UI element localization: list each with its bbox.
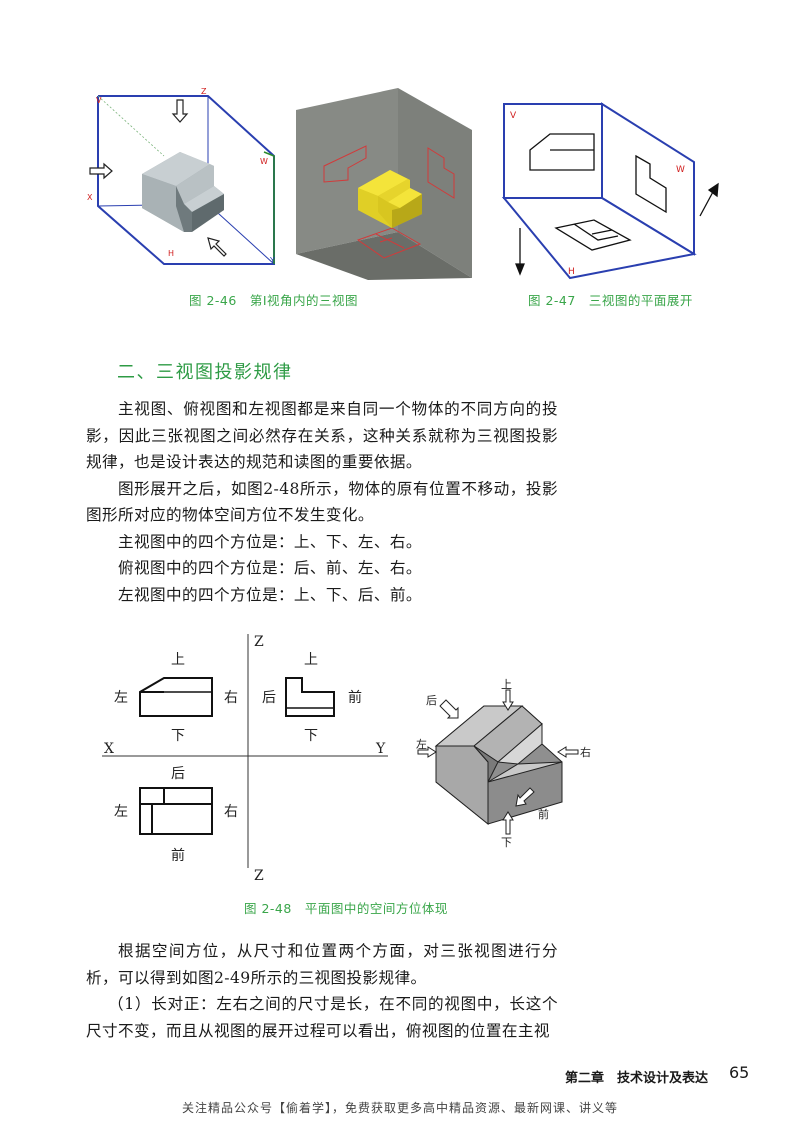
front-view-bottom: 下 xyxy=(171,728,185,744)
figure-2-48-caption: 图 2-48 平面图中的空间方位体现 xyxy=(244,901,448,916)
footer-chapter-title: 第二章 技术设计及表达 xyxy=(564,1071,708,1086)
iso-label-left: 左 xyxy=(416,738,427,751)
paragraph-top-directions: 俯视图中的四个方位是：后、前、左、右。 xyxy=(118,559,422,577)
axis-x: X xyxy=(104,741,114,757)
figure-2-46-caption: 图 2-46 第Ⅰ视角内的三视图 xyxy=(189,293,359,308)
label-w: W xyxy=(260,157,268,166)
page-number: 65 xyxy=(729,1063,750,1082)
iso-label-top: 上 xyxy=(501,678,512,691)
figure-2-46-glass-box: V Z W X H Y xyxy=(84,86,282,272)
section-heading: 二、三视图投影规律 xyxy=(117,362,293,383)
top-view-right: 右 xyxy=(224,804,238,820)
front-view-left: 左 xyxy=(114,690,128,706)
axis-z-bottom: Z xyxy=(254,868,264,884)
label-x: X xyxy=(87,193,93,202)
side-view-bottom: 下 xyxy=(304,728,318,744)
figure-2-47-caption: 图 2-47 三视图的平面展开 xyxy=(528,293,693,308)
axis-y: Y xyxy=(375,741,386,757)
figure-2-46-first-angle-room xyxy=(296,88,472,280)
label-h: H xyxy=(168,249,174,258)
paragraph-1: 主视图、俯视图和左视图都是来自同一个物体的不同方向的投影，因此三张视图之间必然存… xyxy=(86,400,558,471)
label-z: Z xyxy=(201,87,207,96)
iso-label-bottom: 下 xyxy=(501,836,512,849)
bottom-promo-note: 关注精品公众号【偷着学】，免费获取更多高中精品资源、最新网课、讲义等 xyxy=(181,1101,618,1115)
iso-label-right: 右 xyxy=(580,745,591,759)
side-view-left: 后 xyxy=(262,690,276,706)
paragraph-side-directions: 左视图中的四个方位是：上、下、后、前。 xyxy=(118,585,422,604)
front-view-right: 右 xyxy=(224,690,238,706)
figure-2-47-unfold: V W H xyxy=(498,98,728,284)
label-y: Y xyxy=(269,256,275,265)
side-view-top: 上 xyxy=(304,652,318,668)
figure-2-48-isometric: 上 后 左 右 前 下 xyxy=(412,678,596,850)
paragraph-2: 图形展开之后，如图2-48所示，物体的原有位置不移动，投影图形所对应的物体空间方… xyxy=(86,479,558,525)
top-view-top: 后 xyxy=(171,766,185,782)
unfold-label-w: W xyxy=(676,165,685,175)
top-view-bottom: 前 xyxy=(171,847,185,864)
axis-z-top: Z xyxy=(254,634,264,650)
lower-body: 根据空间方位，从尺寸和位置两个方面，对三张视图进行分析，可以得到如图2-49所示… xyxy=(86,938,558,1044)
iso-label-front: 前 xyxy=(538,807,549,821)
paragraph-length-rule: （1）长对正：左右之间的尺寸是长，在不同的视图中，长这个尺寸不变，而且从视图的展… xyxy=(86,995,558,1040)
side-view-right: 前 xyxy=(348,689,362,706)
unfold-label-v: V xyxy=(510,111,517,121)
top-view-left: 左 xyxy=(114,804,128,820)
iso-label-back: 后 xyxy=(426,694,437,707)
front-view-top: 上 xyxy=(171,652,185,668)
unfold-label-h: H xyxy=(568,267,575,277)
section-body: 主视图、俯视图和左视图都是来自同一个物体的不同方向的投影，因此三张视图之间必然存… xyxy=(86,396,558,608)
label-v: V xyxy=(96,96,102,105)
paragraph-front-directions: 主视图中的四个方位是：上、下、左、右。 xyxy=(118,532,422,551)
figure-2-48-orthographic: Z Z X Y 上 下 左 右 上 下 后 前 后 前 左 右 xyxy=(98,628,398,884)
paragraph-analysis: 根据空间方位，从尺寸和位置两个方面，对三张视图进行分析，可以得到如图2-49所示… xyxy=(86,942,558,987)
